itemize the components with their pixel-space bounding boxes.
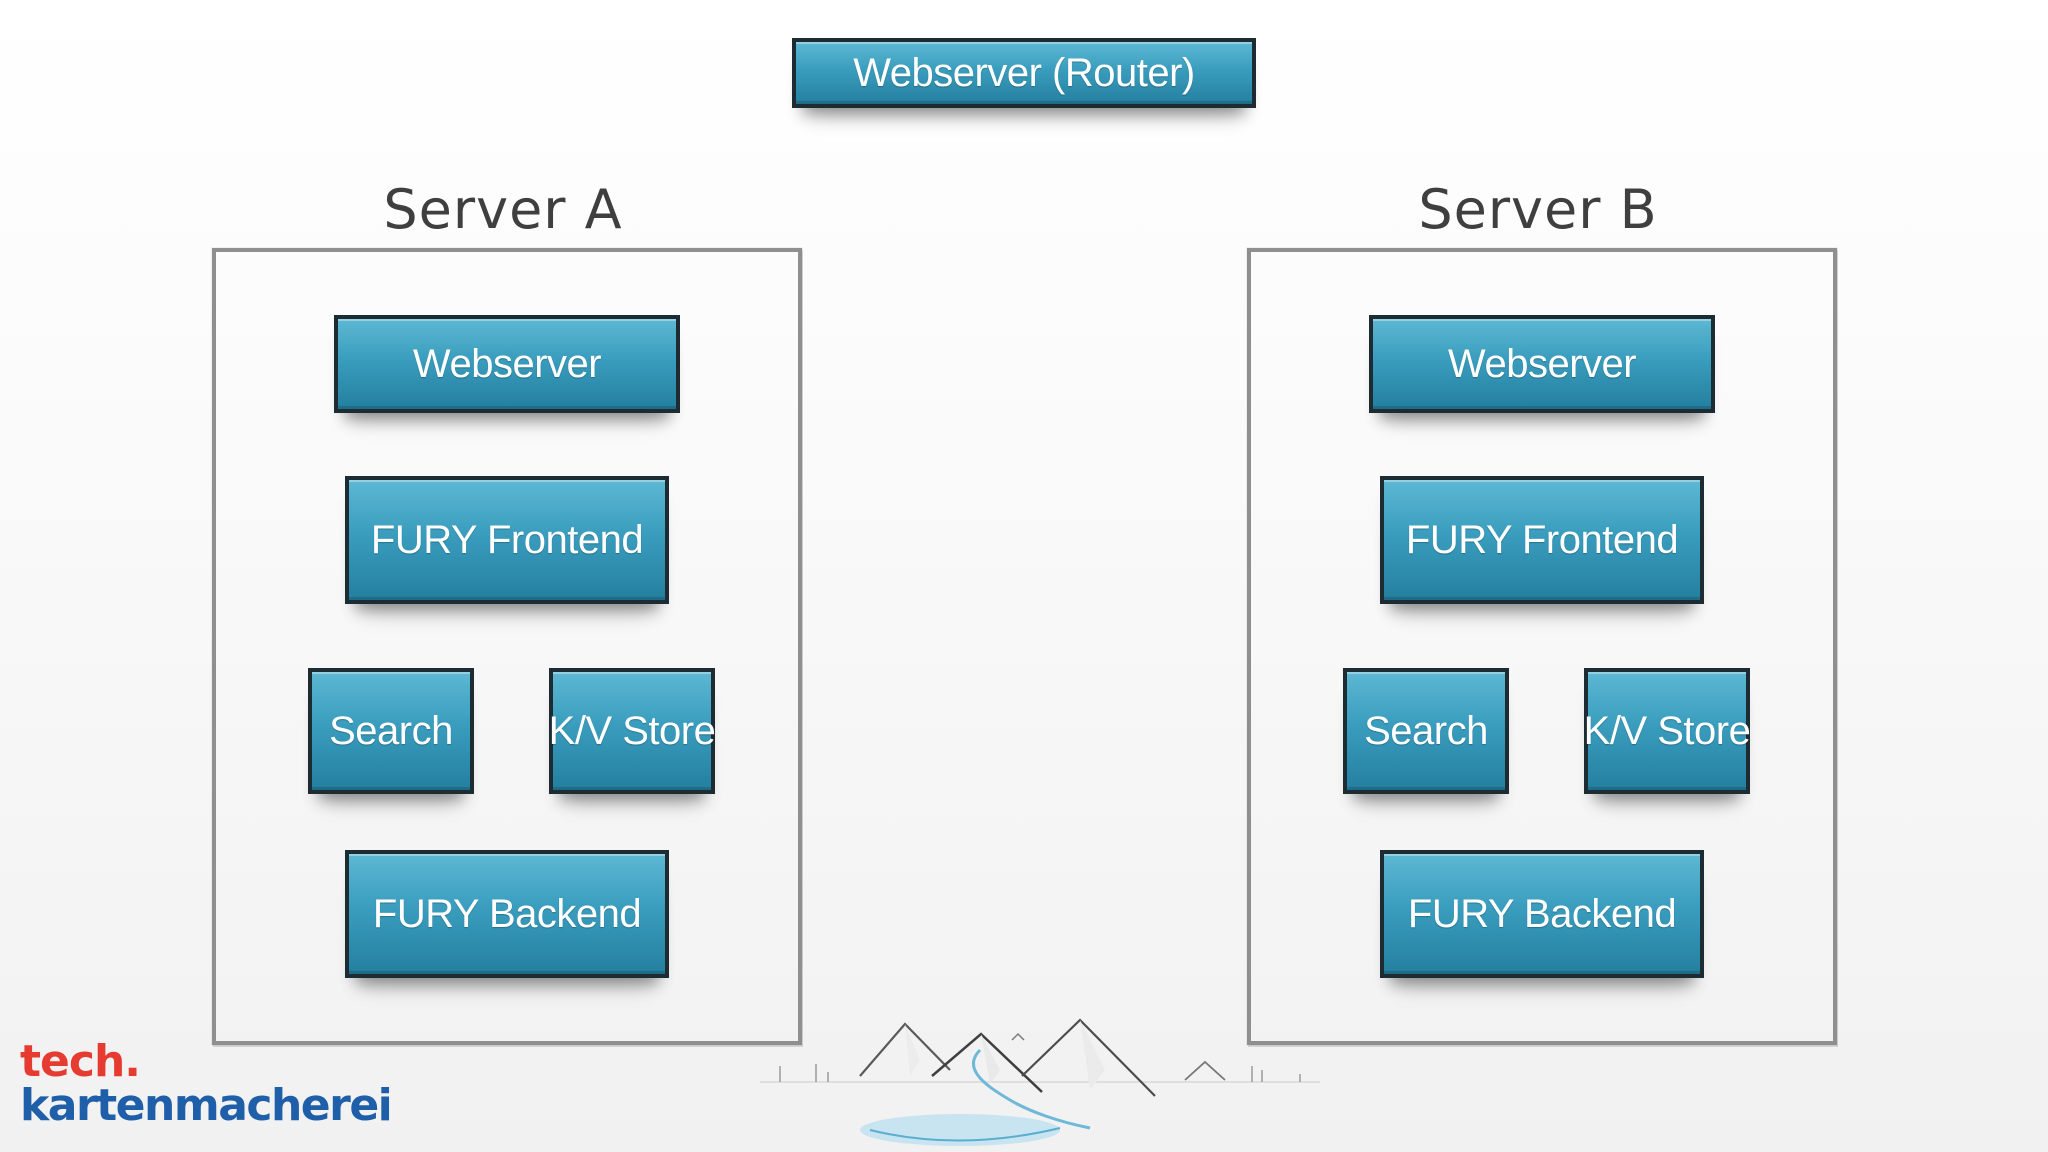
server-a-search-node: Search <box>308 668 474 794</box>
brand-line-tech: tech. <box>20 1036 141 1087</box>
server-b-fury-frontend-node: FURY Frontend <box>1380 476 1704 604</box>
server-b-title: Server B <box>1418 178 1658 241</box>
server-b-fury-backend-node: FURY Backend <box>1380 850 1704 978</box>
server-a-kv-store-node: K/V Store <box>549 668 716 794</box>
server-a-container <box>212 248 802 1045</box>
server-b-kv-store-node: K/V Store <box>1584 668 1751 794</box>
server-b-webserver-node: Webserver <box>1369 315 1715 413</box>
server-a-title: Server A <box>383 178 623 241</box>
server-b-container <box>1247 248 1837 1045</box>
server-a-fury-backend-node: FURY Backend <box>345 850 669 978</box>
server-a-fury-frontend-node: FURY Frontend <box>345 476 669 604</box>
mountain-landscape-icon <box>760 1018 1320 1146</box>
server-a-webserver-node: Webserver <box>334 315 680 413</box>
server-b-search-node: Search <box>1343 668 1509 794</box>
router-webserver-node: Webserver (Router) <box>792 38 1256 108</box>
brand-logo: tech. kartenmacherei <box>20 1036 393 1131</box>
brand-line-kartenmacherei: kartenmacherei <box>20 1080 393 1131</box>
